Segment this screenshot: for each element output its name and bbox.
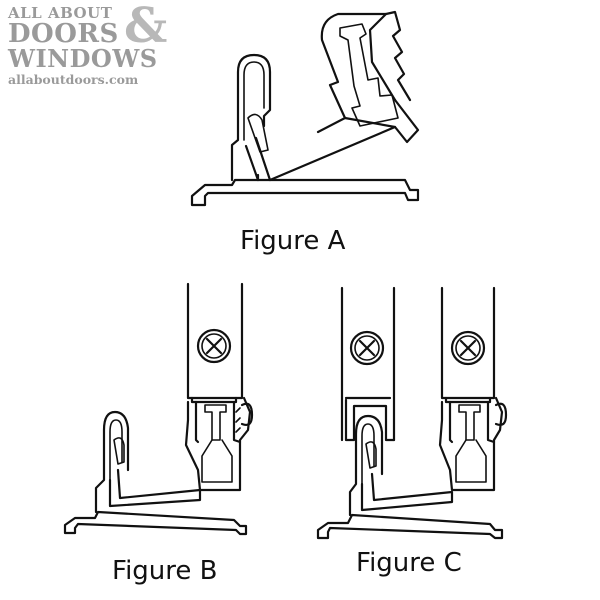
logo-url: allaboutdoors.com — [8, 72, 139, 87]
figure-a-weatherstrip-profile — [190, 10, 420, 207]
figure-b-weatherstrip-installed — [63, 282, 254, 536]
screw-head-icon — [196, 328, 232, 364]
screw-head-icon — [349, 330, 385, 366]
figure-c-caption: Figure C — [356, 548, 462, 578]
figure-a-caption: Figure A — [240, 226, 346, 256]
logo-ampersand: & — [124, 0, 168, 54]
watermark-logo: & ALL ABOUT DOORS WINDOWS allaboutdoors.… — [6, 0, 171, 92]
screw-head-icon — [450, 330, 486, 366]
figure-c-weatherstrip-double-door — [316, 286, 508, 540]
logo-text-doors: DOORS — [8, 19, 119, 49]
figure-b-caption: Figure B — [112, 556, 218, 586]
logo-text-all-about: ALL ABOUT — [8, 4, 113, 22]
logo-text-windows: WINDOWS — [8, 44, 158, 73]
